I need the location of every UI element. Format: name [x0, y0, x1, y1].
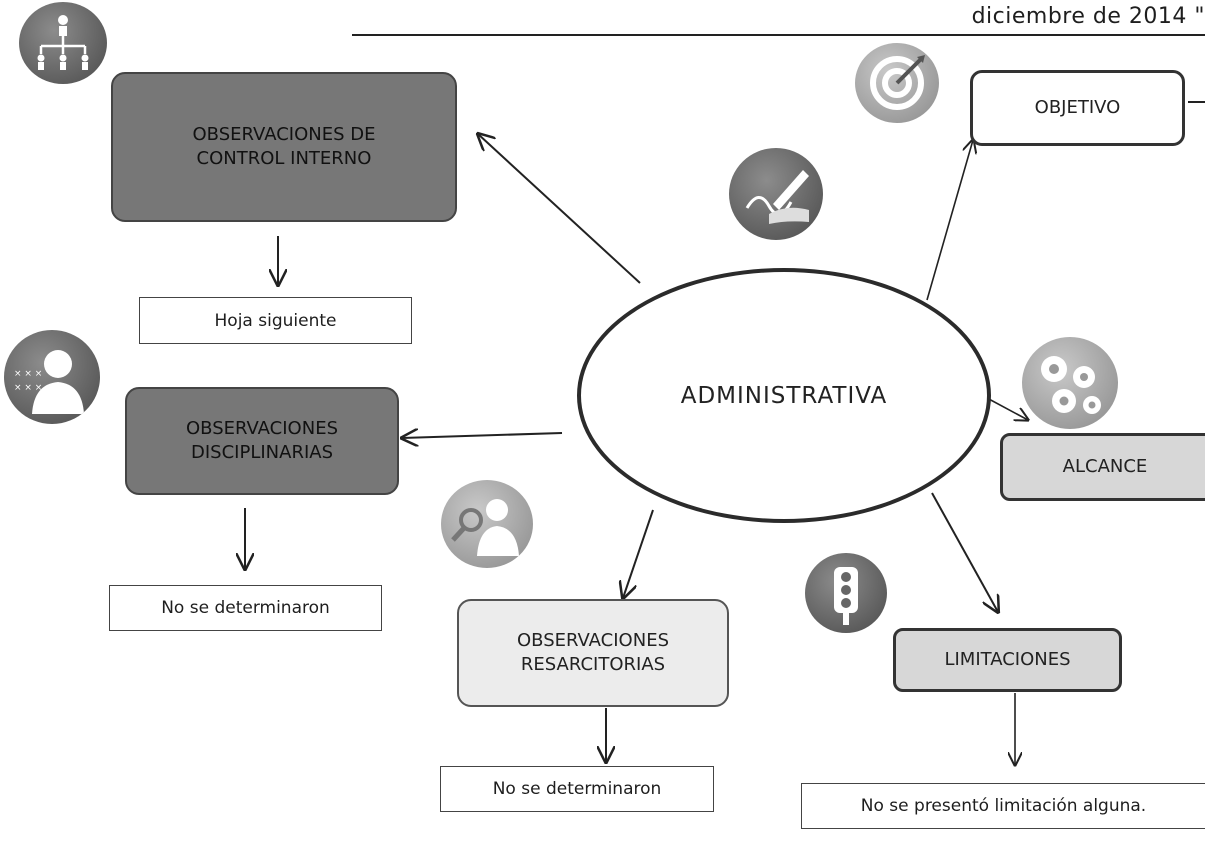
note-text: Hoja siguiente: [214, 310, 337, 331]
note-resarcitorias-no-determinaron: No se determinaron: [440, 766, 714, 812]
node-observaciones-disciplinarias: OBSERVACIONES DISCIPLINARIAS: [125, 387, 399, 495]
arrow-to-resarcitorias: [623, 509, 654, 598]
node-label: OBJETIVO: [1034, 97, 1121, 118]
node-label-line2: RESARCITORIAS: [520, 654, 666, 675]
traffic-light-icon: [805, 553, 887, 633]
note-sin-limitacion: No se presentó limitación alguna.: [801, 783, 1205, 829]
central-node-administrativa: ADMINISTRATIVA: [577, 268, 991, 523]
gears-icon: [1022, 337, 1118, 429]
org-chart-icon: [19, 2, 107, 84]
node-label-line1: OBSERVACIONES: [186, 418, 338, 439]
node-observaciones-control-interno: OBSERVACIONES DE CONTROL INTERNO: [111, 72, 457, 222]
node-observaciones-resarcitorias: OBSERVACIONES RESARCITORIAS: [457, 599, 729, 707]
node-label-line2: DISCIPLINARIAS: [191, 442, 333, 463]
node-label: LIMITACIONES: [944, 649, 1071, 670]
signing-hand-icon: [729, 148, 823, 240]
target-icon: [855, 43, 939, 123]
arrow-to-alcance: [986, 397, 1028, 420]
note-text: No se determinaron: [161, 598, 330, 618]
page-header-text: diciembre de 2014 ": [971, 4, 1205, 29]
svg-text:× × ×: × × ×: [14, 383, 42, 393]
svg-text:× × ×: × × ×: [14, 369, 42, 379]
node-label-line2: CONTROL INTERNO: [196, 148, 372, 169]
node-alcance: ALCANCE: [1000, 433, 1205, 501]
note-disciplinarias-no-determinaron: No se determinaron: [109, 585, 382, 631]
magnifier-person-icon: [441, 480, 533, 568]
note-hoja-siguiente: Hoja siguiente: [139, 297, 412, 344]
central-node-label: ADMINISTRATIVA: [680, 382, 888, 409]
note-text: No se determinaron: [492, 779, 662, 799]
arrow-to-control-interno: [478, 134, 641, 284]
node-label-line1: OBSERVACIONES: [517, 630, 669, 651]
arrow-to-objetivo: [926, 140, 973, 301]
node-limitaciones: LIMITACIONES: [893, 628, 1122, 692]
note-text: No se presentó limitación alguna.: [860, 796, 1147, 816]
node-objetivo: OBJETIVO: [970, 70, 1185, 146]
arrow-to-disciplinarias: [402, 433, 563, 438]
arrow-to-limitaciones: [931, 492, 998, 612]
doctor-icon: × × × × × ×: [4, 330, 100, 424]
node-label: ALCANCE: [1062, 456, 1148, 477]
node-label-line1: OBSERVACIONES DE: [192, 124, 376, 145]
